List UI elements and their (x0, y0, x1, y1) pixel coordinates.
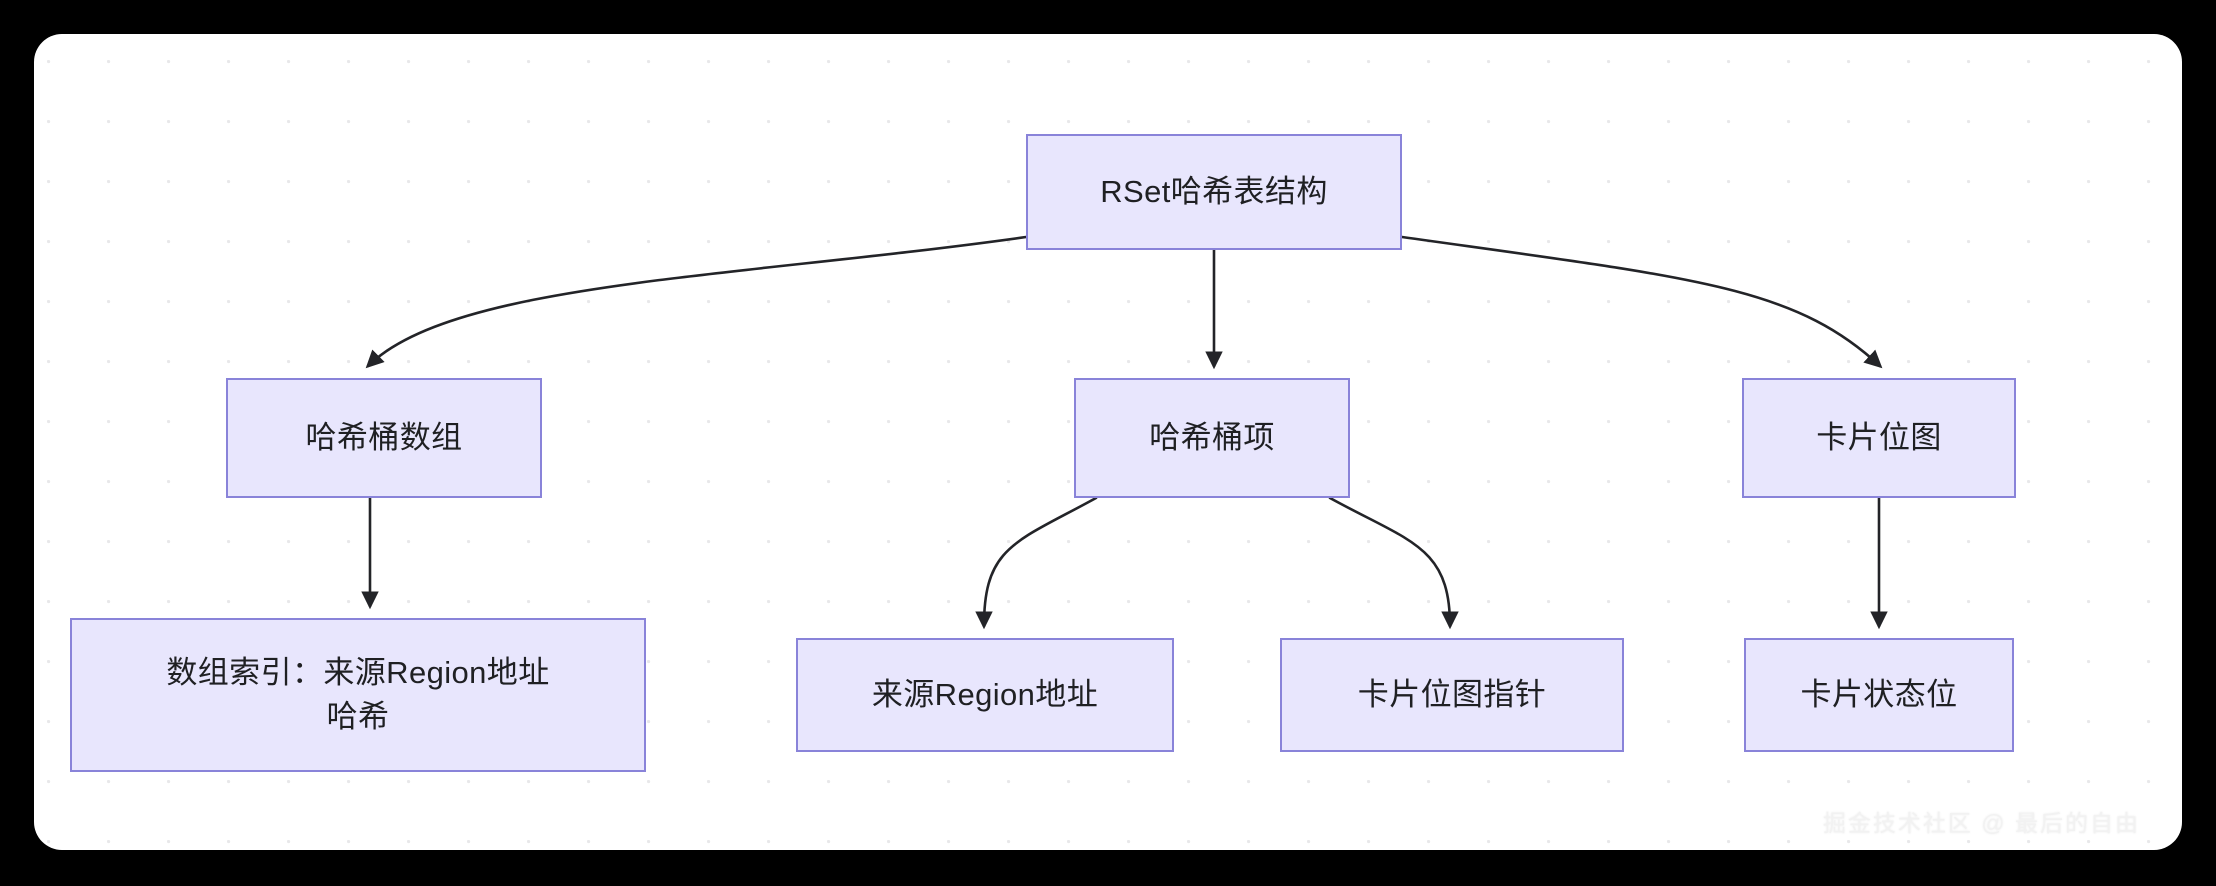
node-array-index[interactable]: 数组索引：来源Region地址 哈希 (70, 618, 646, 772)
diagram-canvas: RSet哈希表结构 哈希桶数组 哈希桶项 卡片位图 数组索引：来源Region地… (34, 34, 2182, 850)
node-rset-hash-table[interactable]: RSet哈希表结构 (1026, 134, 1402, 250)
node-card-bitmap-pointer[interactable]: 卡片位图指针 (1280, 638, 1624, 752)
edge-root-to-card-bitmap (1400, 235, 1883, 369)
node-card-state-bit[interactable]: 卡片状态位 (1744, 638, 2014, 752)
edge-bucket-item-to-src-region (975, 496, 1098, 630)
node-source-region-address[interactable]: 来源Region地址 (796, 638, 1174, 752)
edge-bucket-item-to-bitmap-pointer (1328, 496, 1459, 630)
edge-root-to-bucket-array (365, 235, 1028, 369)
node-hash-bucket-array[interactable]: 哈希桶数组 (226, 378, 542, 498)
node-hash-bucket-item[interactable]: 哈希桶项 (1074, 378, 1350, 498)
watermark-text: 掘金技术社区 @ 最后的自由 (1822, 810, 2140, 836)
node-card-bitmap[interactable]: 卡片位图 (1742, 378, 2016, 498)
